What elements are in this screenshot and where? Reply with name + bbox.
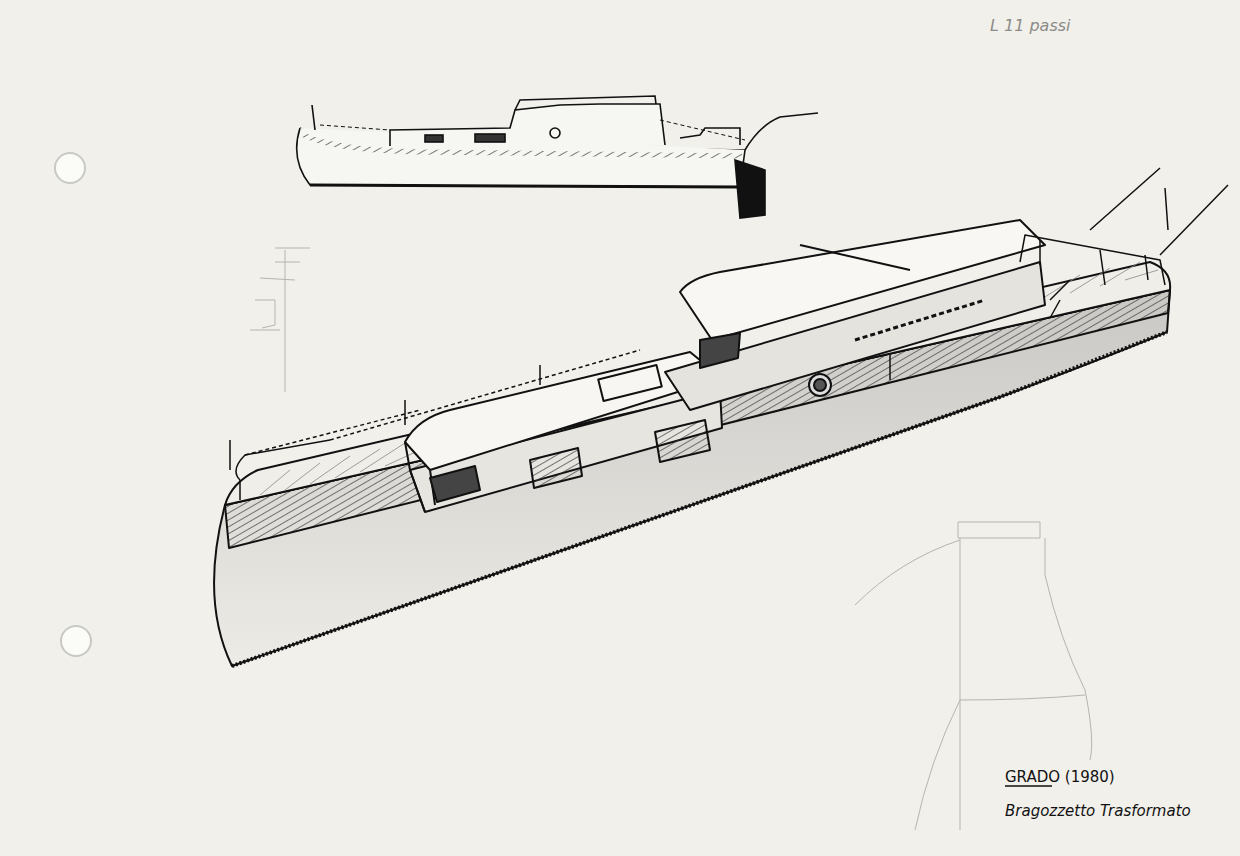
punch-hole	[61, 626, 91, 656]
caption-text: Bragozzetto Trasformato	[1005, 802, 1191, 820]
punch-hole	[55, 153, 85, 183]
boat-perspective	[214, 168, 1228, 666]
caption-text: GRADO (1980)	[1005, 768, 1115, 786]
side-view	[297, 96, 818, 218]
pencil-note: L 11 passi	[990, 16, 1071, 35]
